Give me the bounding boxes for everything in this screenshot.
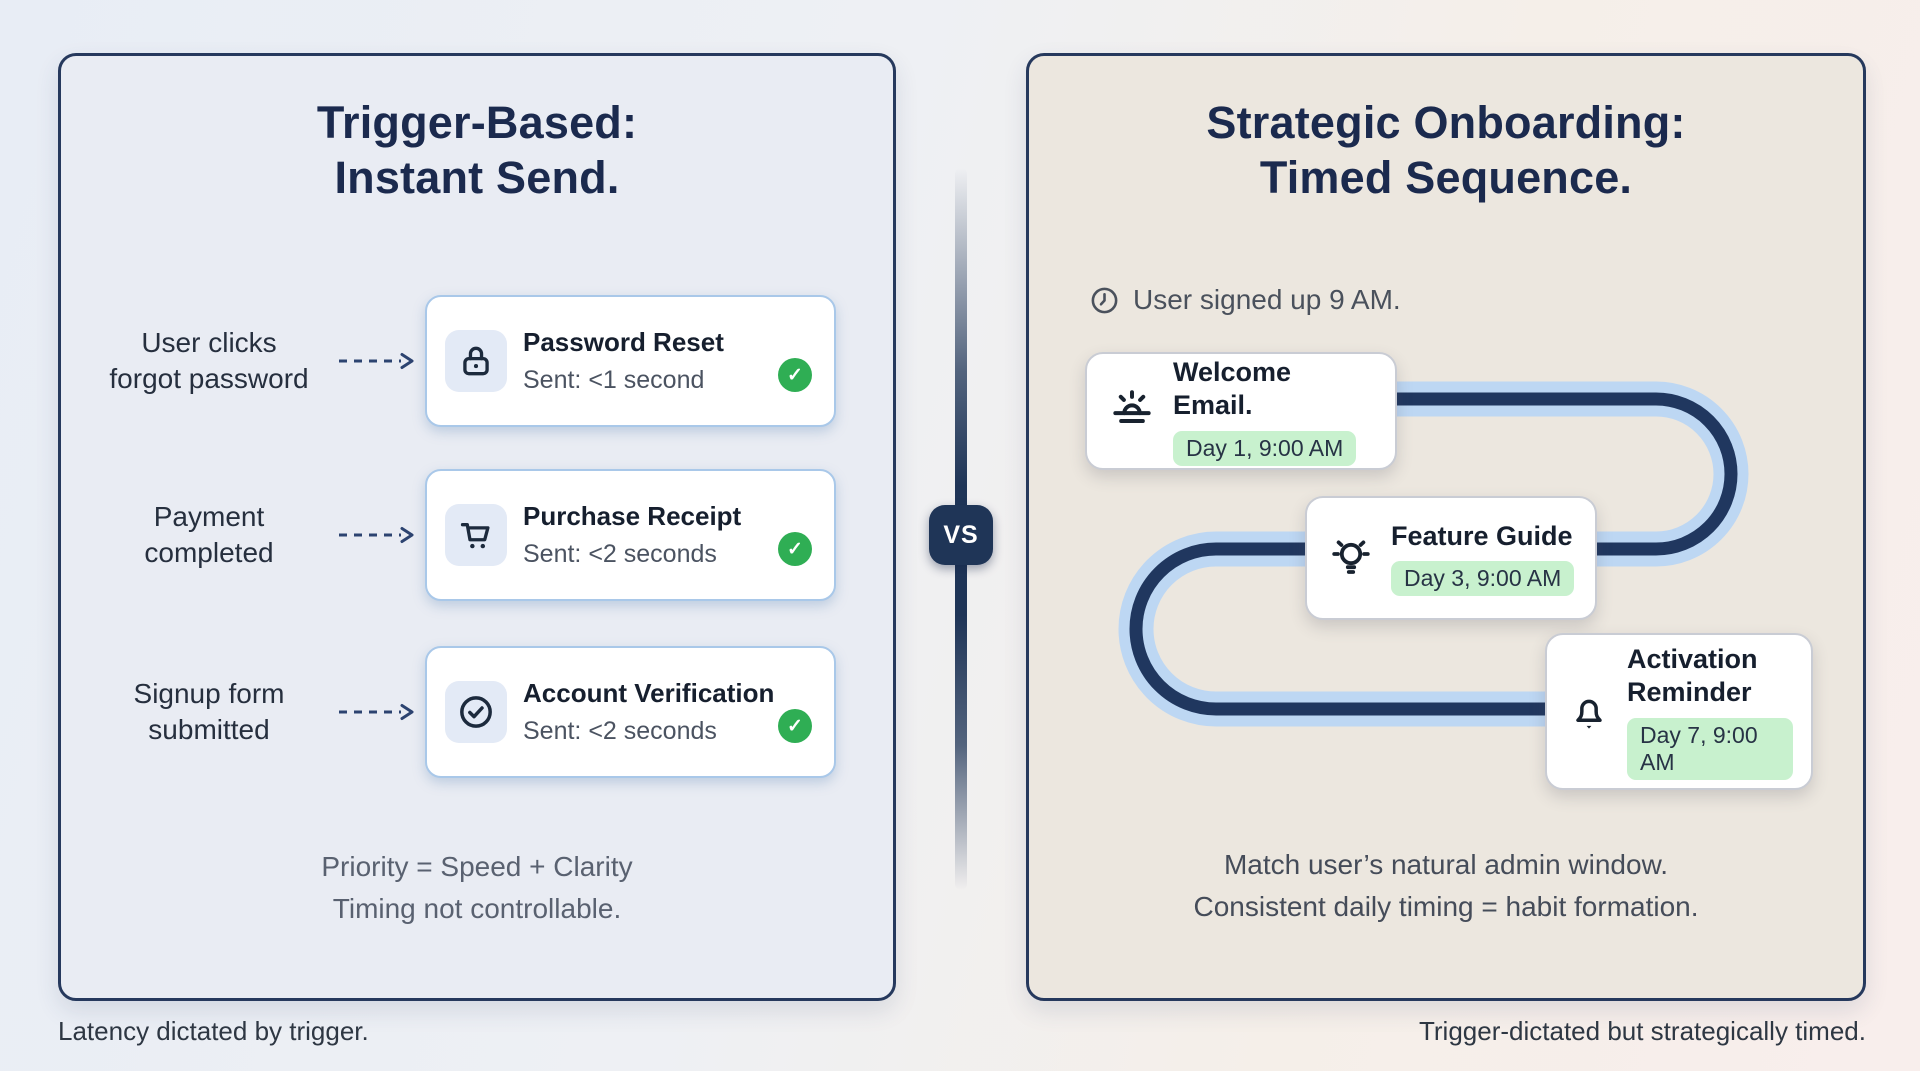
clock-icon xyxy=(1091,287,1118,313)
right-panel-title: Strategic Onboarding: Timed Sequence. xyxy=(1029,96,1863,206)
trigger-line2: forgot password xyxy=(109,363,309,394)
trigger-line1: Signup form xyxy=(133,677,285,709)
step-card-feature-guide: Feature Guide Day 3, 9:00 AM xyxy=(1305,496,1597,620)
schedule-badge: Day 7, 9:00 AM xyxy=(1627,717,1793,780)
step-title: Feature Guide xyxy=(1391,520,1573,551)
trigger-line1: Payment xyxy=(153,500,265,532)
sunrise-icon xyxy=(1107,386,1157,436)
right-panel-footer: Match user’s natural admin window. Consi… xyxy=(1029,844,1863,928)
step-title: Welcome Email. xyxy=(1173,357,1292,420)
schedule-badge: Day 3, 9:00 AM xyxy=(1391,561,1575,597)
check-circle-icon xyxy=(445,681,507,743)
dashed-arrow-icon xyxy=(339,704,414,720)
step-card-activation-reminder: Activation Reminder Day 7, 9:00 AM xyxy=(1545,633,1813,790)
card-text: Password Reset Sent: <1 second xyxy=(523,327,814,395)
card-subtitle: Sent: <2 seconds xyxy=(523,540,717,568)
card-text: Purchase Receipt Sent: <2 seconds xyxy=(523,501,814,569)
trigger-label: Payment completed xyxy=(83,469,335,601)
card-text: Account Verification Sent: <2 seconds xyxy=(523,678,814,746)
trigger-label: Signup form submitted xyxy=(83,646,335,778)
left-footer-line2: Timing not controllable. xyxy=(332,893,622,924)
right-footer-line2: Consistent daily timing = habit formatio… xyxy=(1193,891,1699,922)
trigger-line2: completed xyxy=(144,537,274,568)
trigger-based-panel: Trigger-Based: Instant Send. User clicks… xyxy=(58,53,896,1001)
trigger-row-purchase-receipt: Payment completed Purchase Receipt Sent:… xyxy=(61,469,893,601)
email-card-password-reset: Password Reset Sent: <1 second ✓ xyxy=(425,295,836,427)
right-caption: Trigger-dictated but strategically timed… xyxy=(1418,1016,1866,1046)
card-subtitle: Sent: <1 second xyxy=(523,366,705,394)
trigger-label: User clicks forgot password xyxy=(83,295,335,427)
signup-note: User signed up 9 AM. xyxy=(1089,284,1401,316)
strategic-onboarding-panel: Strategic Onboarding: Timed Sequence. Us… xyxy=(1026,53,1866,1001)
dashed-arrow-icon xyxy=(339,527,414,543)
success-check-icon: ✓ xyxy=(778,358,812,392)
bell-icon xyxy=(1567,690,1611,734)
card-title: Account Verification xyxy=(523,678,775,708)
signup-note-text: User signed up 9 AM. xyxy=(1133,284,1401,315)
step-text: Feature Guide Day 3, 9:00 AM xyxy=(1391,520,1575,597)
step-title: Activation Reminder xyxy=(1627,644,1758,707)
success-check-icon: ✓ xyxy=(778,709,812,743)
card-title: Purchase Receipt xyxy=(523,501,742,531)
step-text: Welcome Email. Day 1, 9:00 AM xyxy=(1173,356,1377,466)
trigger-row-password-reset: User clicks forgot password Password Res… xyxy=(61,295,893,427)
email-card-purchase-receipt: Purchase Receipt Sent: <2 seconds ✓ xyxy=(425,469,836,601)
trigger-row-account-verification: Signup form submitted Account Verificati… xyxy=(61,646,893,778)
left-title-line2: Instant Send. xyxy=(334,151,620,203)
step-card-welcome-email: Welcome Email. Day 1, 9:00 AM xyxy=(1085,352,1397,470)
right-title-line1: Strategic Onboarding: xyxy=(1206,97,1686,148)
left-caption: Latency dictated by trigger. xyxy=(58,1016,369,1046)
right-footer-line1: Match user’s natural admin window. xyxy=(1223,849,1669,880)
trigger-line1: User clicks xyxy=(141,326,277,358)
dashed-arrow-icon xyxy=(339,353,414,369)
right-title-line2: Timed Sequence. xyxy=(1259,151,1633,203)
step-text: Activation Reminder Day 7, 9:00 AM xyxy=(1627,643,1793,780)
success-check-icon: ✓ xyxy=(778,532,812,566)
left-panel-footer: Priority = Speed + Clarity Timing not co… xyxy=(61,846,893,930)
card-title: Password Reset xyxy=(523,327,724,357)
lock-icon xyxy=(445,330,507,392)
lightbulb-icon xyxy=(1327,534,1375,582)
email-card-account-verification: Account Verification Sent: <2 seconds ✓ xyxy=(425,646,836,778)
vs-label: VS xyxy=(943,520,979,549)
card-subtitle: Sent: <2 seconds xyxy=(523,717,717,745)
left-panel-title: Trigger-Based: Instant Send. xyxy=(61,96,893,206)
trigger-line2: submitted xyxy=(148,714,270,745)
cart-icon xyxy=(445,504,507,566)
timeline-path xyxy=(1118,381,1749,727)
left-title-line1: Trigger-Based: xyxy=(316,97,638,148)
vs-badge: VS xyxy=(929,505,993,565)
left-footer-line1: Priority = Speed + Clarity xyxy=(321,851,633,882)
schedule-badge: Day 1, 9:00 AM xyxy=(1173,430,1357,466)
